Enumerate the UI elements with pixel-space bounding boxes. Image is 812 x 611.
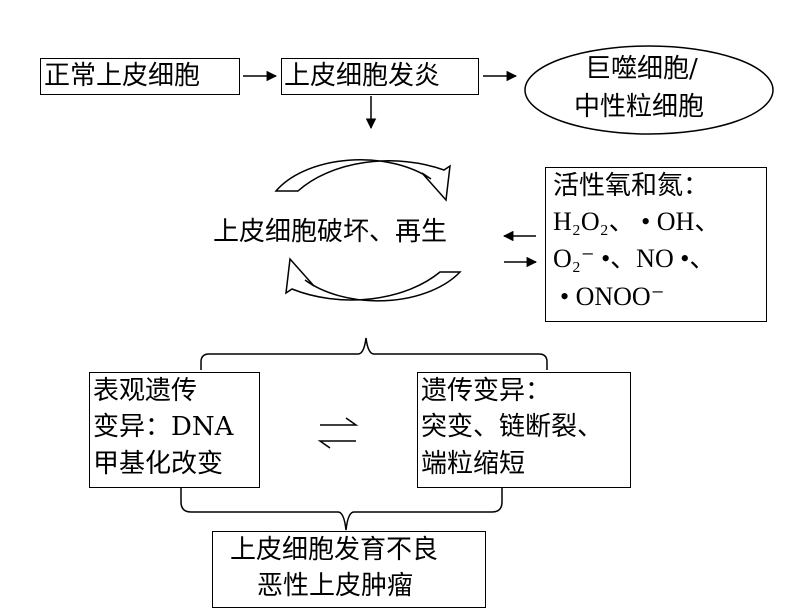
- immune-cells-ellipse: [524, 45, 774, 135]
- brace-upper: [200, 337, 548, 370]
- ros-rns-title: 活性氧和氮：: [553, 171, 710, 201]
- brace-lower: [180, 488, 503, 531]
- outcome-line1: 上皮细胞发育不良: [230, 535, 439, 565]
- epigenetic-line1: 表观遗传: [93, 376, 198, 406]
- ros-line-peroxynitrite: • ONOO⁻: [560, 282, 665, 311]
- immune-cells-label-line1: 巨噬细胞/: [585, 54, 698, 84]
- damage-regeneration-label: 上皮细胞破坏、再生: [213, 217, 448, 247]
- epithelial-inflammation-box: [281, 58, 479, 95]
- cycle-arrow-upper: [274, 158, 451, 202]
- outcome-line2: 恶性上皮肿瘤: [257, 571, 414, 601]
- genetic-line2: 突变、链断裂、: [421, 412, 604, 442]
- epigenetic-box: [89, 372, 260, 488]
- harpoon-right: [320, 417, 359, 426]
- epigenetic-line2: 变异：DNA: [93, 412, 234, 442]
- outcome-box: [212, 531, 486, 608]
- ros-line-superoxide-no: O₂⁻ •、NO •、: [553, 244, 716, 273]
- epithelial-inflammation-label: 上皮细胞发炎: [284, 61, 441, 91]
- cycle-arrow-lower: [285, 257, 462, 302]
- genetic-box: [417, 372, 631, 488]
- epigenetic-line3: 甲基化改变: [93, 449, 224, 479]
- ros-line-h2o2-oh: H₂O₂、 • OH、: [553, 207, 721, 236]
- normal-epithelium-label: 正常上皮细胞: [44, 61, 201, 91]
- harpoon-left: [317, 440, 356, 449]
- genetic-line1: 遗传变异：: [421, 376, 552, 406]
- genetic-line3: 端粒缩短: [421, 449, 526, 479]
- ros-rns-box: [545, 167, 767, 322]
- normal-epithelium-box: [40, 58, 240, 95]
- immune-cells-label-line2: 中性粒细胞: [574, 92, 705, 122]
